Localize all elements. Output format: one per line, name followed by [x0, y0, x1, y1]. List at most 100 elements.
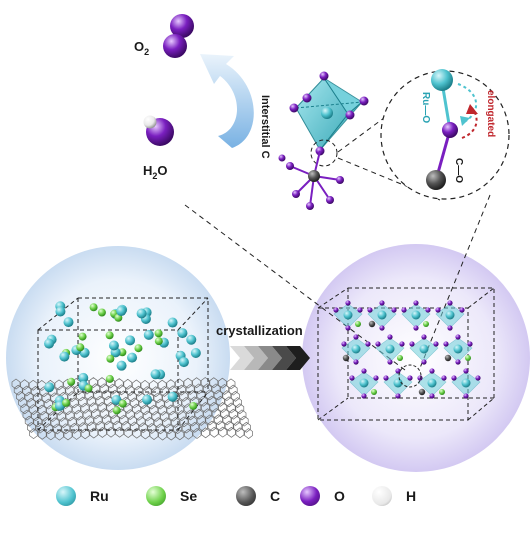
se-atom [439, 389, 445, 395]
graphene-ring [46, 404, 55, 416]
ru-atom [167, 317, 178, 328]
se-atom [371, 389, 377, 395]
graphene-sheet [11, 377, 253, 441]
se-atom [118, 348, 127, 357]
graphene-ring [162, 417, 172, 429]
o2-molecule [163, 14, 194, 58]
graphene-ring [211, 408, 221, 419]
o-atom [463, 368, 469, 374]
graphene-ring [194, 408, 204, 420]
graphene-ring [168, 410, 178, 422]
legend-swatch [300, 486, 320, 506]
graphene-ring [89, 402, 98, 414]
se-atom [62, 398, 71, 407]
graphene-ring [110, 414, 120, 426]
ru-atom [44, 382, 55, 393]
graphene-ring [233, 421, 243, 433]
ru-atom [108, 340, 119, 351]
graphene-ring [39, 410, 49, 422]
graphene-ring [28, 379, 38, 391]
graphene-ring [201, 402, 210, 413]
graphene-ring [59, 417, 68, 429]
legend-swatch [56, 486, 76, 506]
o-atom [401, 307, 407, 313]
ru-atom [55, 306, 66, 317]
graphene-ring [173, 397, 182, 409]
o-atom [357, 307, 363, 313]
o-atom [447, 300, 453, 306]
ru-atom [125, 335, 136, 346]
ru-atom [178, 357, 189, 368]
graphene-ring [226, 402, 236, 414]
graphene-ring [209, 377, 219, 389]
graphene-ring [104, 420, 114, 432]
ru-atom [445, 310, 455, 320]
se-atom [154, 337, 163, 346]
ru-atom [190, 348, 201, 359]
ru-atom [142, 394, 153, 405]
graphene-ring [201, 427, 210, 439]
legend-item-se: Se [146, 484, 197, 508]
graphene-ring [98, 427, 107, 438]
ru-atom [343, 310, 353, 320]
graphene-ring [244, 428, 253, 439]
o-atom [345, 325, 351, 331]
legend-item-h: H [372, 484, 416, 508]
ru-atom [78, 372, 89, 383]
ru-atom [116, 360, 127, 371]
h2o-molecule [143, 115, 174, 146]
ru-atom [59, 351, 70, 362]
graphene-ring [186, 409, 195, 421]
graphene-ring [151, 410, 161, 422]
graphene-ring [185, 383, 195, 395]
graphene-ring [164, 423, 174, 435]
graphene-ring [72, 403, 81, 415]
graphene-ring [76, 415, 86, 427]
graphene-ring [113, 420, 122, 432]
graphene-ring [57, 410, 66, 422]
crystallization-arrow [230, 346, 310, 370]
o-atom [421, 359, 427, 365]
ru-atom [359, 378, 369, 388]
graphene-ring [69, 397, 79, 409]
o-atom [383, 375, 389, 381]
graphene-ring [153, 392, 163, 404]
o-atom [361, 393, 367, 399]
ru-atom [377, 310, 387, 320]
c-atom [368, 320, 376, 328]
graphene-ring [91, 408, 101, 420]
ru-atom [127, 352, 138, 363]
graphene-ring [205, 414, 215, 426]
o-atom [429, 393, 435, 399]
se-atom [76, 343, 85, 352]
graphene-ring [149, 404, 159, 416]
graphene-ring [65, 410, 75, 422]
o-atom [455, 359, 461, 365]
graphene-ring [179, 416, 189, 428]
se-atom [355, 321, 361, 327]
graphene-ring [205, 389, 214, 401]
graphene-ring [85, 415, 94, 427]
graphene-ring [41, 392, 51, 404]
ru-atom [385, 344, 395, 354]
graphene-ring [56, 385, 66, 397]
graphene-ring [11, 378, 21, 390]
o-atom [395, 393, 401, 399]
graphene-ring [196, 414, 206, 426]
graphene-ring [141, 428, 150, 440]
graphene-ring [177, 384, 186, 396]
se-atom [397, 355, 403, 361]
o-atom [475, 375, 481, 381]
graphene-ring [13, 384, 23, 396]
graphene-ring [151, 386, 161, 398]
ru-atom [393, 378, 403, 388]
se-atom [134, 344, 143, 353]
graphene-ring [199, 421, 208, 433]
graphene-ring [200, 377, 210, 388]
crystallization-label: crystallization [216, 323, 303, 338]
graphene-ring [181, 422, 191, 434]
graphene-ring [67, 416, 77, 428]
graphene-ring [171, 416, 180, 428]
